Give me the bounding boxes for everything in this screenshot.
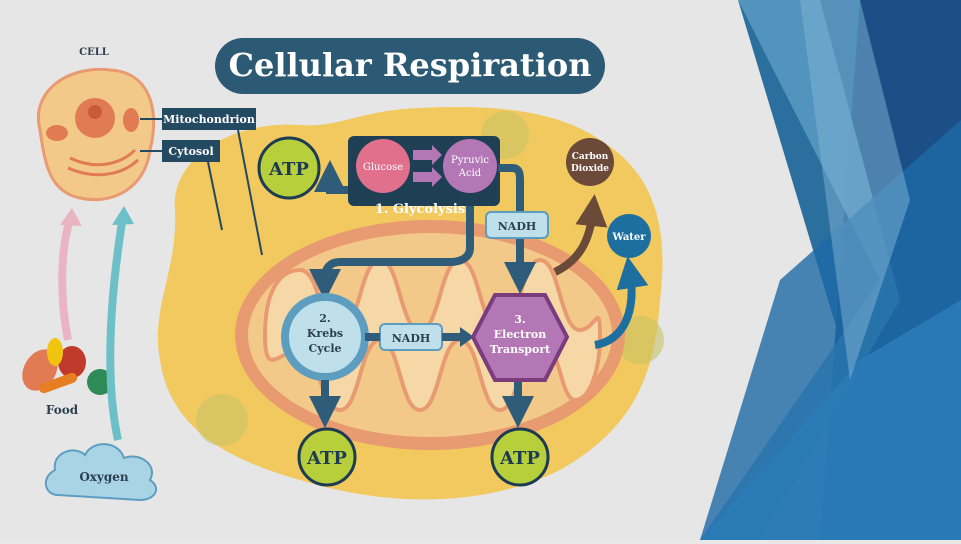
pyruvic-label-1: Pyruvic bbox=[451, 155, 489, 166]
food-label: Food bbox=[46, 403, 79, 417]
et-label-3: Transport bbox=[490, 343, 551, 356]
nadh-top-box bbox=[485, 211, 549, 239]
oxygen-label: Oxygen bbox=[79, 470, 129, 484]
et-label-1: 3. bbox=[514, 313, 525, 326]
page-title: Cellular Respiration bbox=[229, 46, 592, 84]
atp-glycolysis: ATP bbox=[257, 136, 321, 200]
electron-transport: 3. Electron Transport bbox=[470, 293, 570, 382]
glucose-node bbox=[356, 139, 410, 193]
cytosol-label-box bbox=[162, 140, 220, 162]
krebs-label-3: Cycle bbox=[308, 342, 341, 355]
water-node: Water bbox=[607, 214, 651, 258]
theme-decoration bbox=[700, 0, 961, 540]
water-arrow bbox=[594, 256, 649, 349]
nadh-top-label: NADH bbox=[498, 220, 537, 233]
krebs-label-2: Krebs bbox=[307, 327, 343, 340]
atp-left-label: ATP bbox=[306, 448, 347, 469]
cytosol-label: Cytosol bbox=[168, 145, 213, 158]
carbon-dioxide-node: Carbon Dioxide bbox=[566, 138, 614, 186]
title-banner: Cellular Respiration bbox=[215, 38, 605, 94]
krebs-cycle: 2. Krebs Cycle bbox=[281, 293, 369, 381]
pyruvic-label-2: Acid bbox=[458, 168, 482, 179]
oxygen-cloud bbox=[44, 443, 158, 502]
glucose-label: Glucose bbox=[363, 162, 403, 173]
pyruvic-acid-node bbox=[443, 139, 497, 193]
atp-right-label: ATP bbox=[499, 448, 540, 469]
cell-illustration: CELL bbox=[37, 47, 156, 202]
pyruvate-to-krebs-arrow bbox=[309, 206, 474, 301]
et-label-2: Electron bbox=[494, 328, 546, 341]
cell-label: CELL bbox=[79, 47, 109, 58]
mitochondrion-label-box bbox=[162, 108, 256, 130]
atp-electron-transport: ATP bbox=[490, 427, 550, 487]
co2-label-1: Carbon bbox=[572, 152, 609, 162]
food-illustration bbox=[22, 338, 113, 395]
glycolysis-label: 1. Glycolysis bbox=[375, 202, 465, 217]
mitochondrion-label: Mitochondrion bbox=[163, 113, 255, 126]
krebs-label-1: 2. bbox=[319, 312, 330, 325]
oxygen-to-cell-arrow bbox=[106, 221, 126, 441]
atp-top-label: ATP bbox=[268, 159, 309, 180]
glycolysis-to-etc-arrow bbox=[498, 164, 536, 294]
nadh-mid-label: NADH bbox=[392, 332, 431, 345]
co2-label-2: Dioxide bbox=[571, 164, 609, 174]
co2-arrow bbox=[553, 194, 608, 276]
atp-krebs: ATP bbox=[297, 427, 357, 487]
water-label: Water bbox=[611, 232, 646, 243]
food-to-cell-arrow bbox=[58, 218, 74, 341]
